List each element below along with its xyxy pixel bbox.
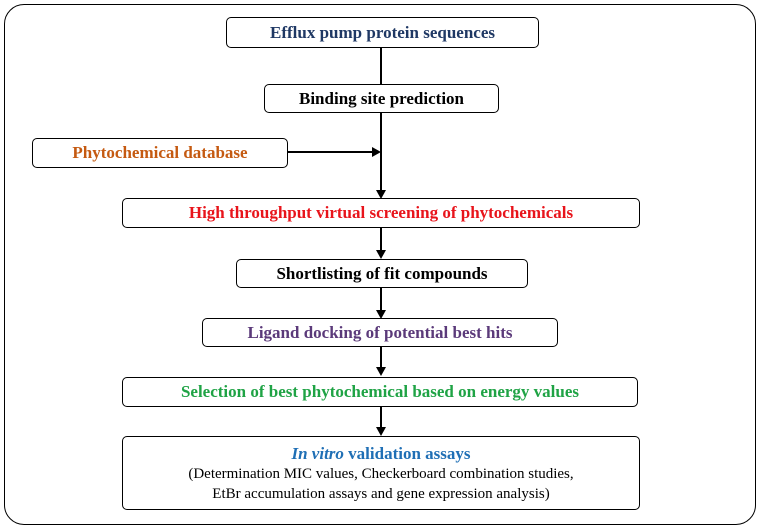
step-label: Shortlisting of fit compounds [276,263,488,283]
connector-screening-shortlisting [380,227,382,251]
arrow-to-validation [376,427,386,436]
step-efflux-pump-sequences: Efflux pump protein sequences [226,17,539,48]
connector-shortlisting-docking [380,287,382,312]
connector-selection-validation [380,406,382,429]
arrow-to-selection [376,367,386,376]
connector-database-line [287,151,375,153]
connector-binding-screening [380,112,382,192]
arrow-to-docking [376,310,386,319]
arrow-to-screening [376,190,386,199]
step-shortlisting: Shortlisting of fit compounds [236,259,528,288]
connector-efflux-binding [380,47,382,85]
step-virtual-screening: High throughput virtual screening of phy… [122,198,640,228]
step-label: High throughput virtual screening of phy… [188,203,574,222]
step-ligand-docking: Ligand docking of potential best hits [202,318,558,347]
step-label: Phytochemical database [72,143,248,162]
step-label: Selection of best phytochemical based on… [180,382,580,401]
validation-title-italic: In vitro [291,444,344,463]
validation-title: In vitro validation assays [291,444,470,464]
diagram-frame [4,4,756,525]
validation-detail-line-2: EtBr accumulation assays and gene expres… [212,486,550,502]
step-label: Binding site prediction [299,88,464,108]
step-in-vitro-validation: In vitro validation assays (Determinatio… [122,436,640,510]
validation-detail-line-1: (Determination MIC values, Checkerboard … [188,466,574,482]
step-binding-site-prediction: Binding site prediction [264,84,499,113]
connector-docking-selection [380,346,382,369]
arrow-database-to-flow [372,147,381,157]
step-label: Ligand docking of potential best hits [247,322,513,342]
step-selection-best-phytochemical: Selection of best phytochemical based on… [122,377,638,407]
arrow-to-shortlisting [376,250,386,259]
step-phytochemical-database: Phytochemical database [32,138,288,168]
step-label: Efflux pump protein sequences [270,22,495,42]
validation-title-rest: validation assays [343,444,471,463]
